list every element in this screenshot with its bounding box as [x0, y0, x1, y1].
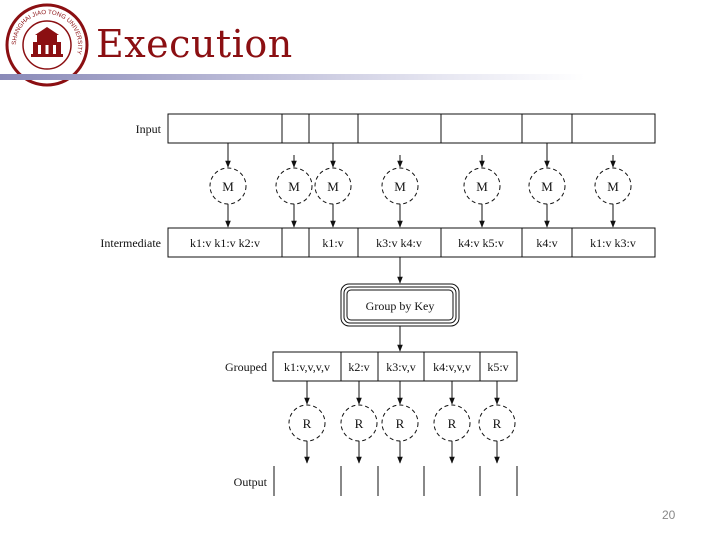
grouped-label: Grouped	[225, 360, 267, 374]
map-node: M	[528, 167, 566, 205]
input-row	[167, 113, 656, 144]
svg-text:R: R	[396, 416, 405, 431]
svg-text:R: R	[355, 416, 364, 431]
reduce-to-output-arrows	[304, 441, 500, 464]
svg-text:M: M	[327, 179, 339, 194]
svg-text:M: M	[222, 179, 234, 194]
grouped-cell: k4:v,v,v	[433, 360, 471, 374]
intermediate-cell: k1:v k3:v	[590, 236, 636, 250]
slide-title: Execution	[96, 22, 293, 66]
reduce-node: R	[381, 404, 419, 442]
grouped-cell: k2:v	[348, 360, 369, 374]
svg-text:R: R	[448, 416, 457, 431]
intermediate-row	[167, 227, 656, 258]
svg-text:R: R	[493, 416, 502, 431]
grouped-cell: k5:v	[487, 360, 508, 374]
output-label: Output	[234, 475, 268, 489]
reduce-workers: R R R R R	[288, 404, 516, 442]
title-underline	[0, 74, 585, 80]
university-logo: SHANGHAI JIAO TONG UNIVERSITY	[5, 3, 89, 87]
grouped-row	[272, 351, 518, 382]
intermediate-cell: k3:v k4:v	[376, 236, 422, 250]
intermediate-label: Intermediate	[100, 236, 161, 250]
input-to-map-arrows	[225, 143, 616, 168]
svg-text:M: M	[288, 179, 300, 194]
grouped-cell: k3:v,v	[386, 360, 416, 374]
map-node: M	[275, 167, 313, 205]
svg-text:M: M	[394, 179, 406, 194]
reduce-node: R	[340, 404, 378, 442]
map-node: M	[381, 167, 419, 205]
page-number: 20	[662, 508, 676, 522]
map-workers: M M M M M M M	[209, 167, 632, 205]
intermediate-cell: k1:v k1:v k2:v	[190, 236, 260, 250]
output-row	[273, 466, 518, 496]
svg-text:R: R	[303, 416, 312, 431]
svg-text:M: M	[607, 179, 619, 194]
map-node: M	[314, 167, 352, 205]
group-by-key-label: Group by Key	[366, 299, 435, 313]
svg-text:M: M	[476, 179, 488, 194]
svg-text:M: M	[541, 179, 553, 194]
reduce-node: R	[478, 404, 516, 442]
map-node: M	[594, 167, 632, 205]
intermediate-cell: k1:v	[322, 236, 343, 250]
reduce-node: R	[433, 404, 471, 442]
input-label: Input	[136, 122, 162, 136]
intermediate-cell: k4:v	[536, 236, 557, 250]
grouped-cell: k1:v,v,v,v	[284, 360, 330, 374]
intermediate-cell: k4:v k5:v	[458, 236, 504, 250]
grouped-to-reduce-arrows	[304, 381, 500, 405]
map-node: M	[209, 167, 247, 205]
map-to-intermediate-arrows	[225, 204, 616, 228]
map-node: M	[463, 167, 501, 205]
reduce-node: R	[288, 404, 326, 442]
